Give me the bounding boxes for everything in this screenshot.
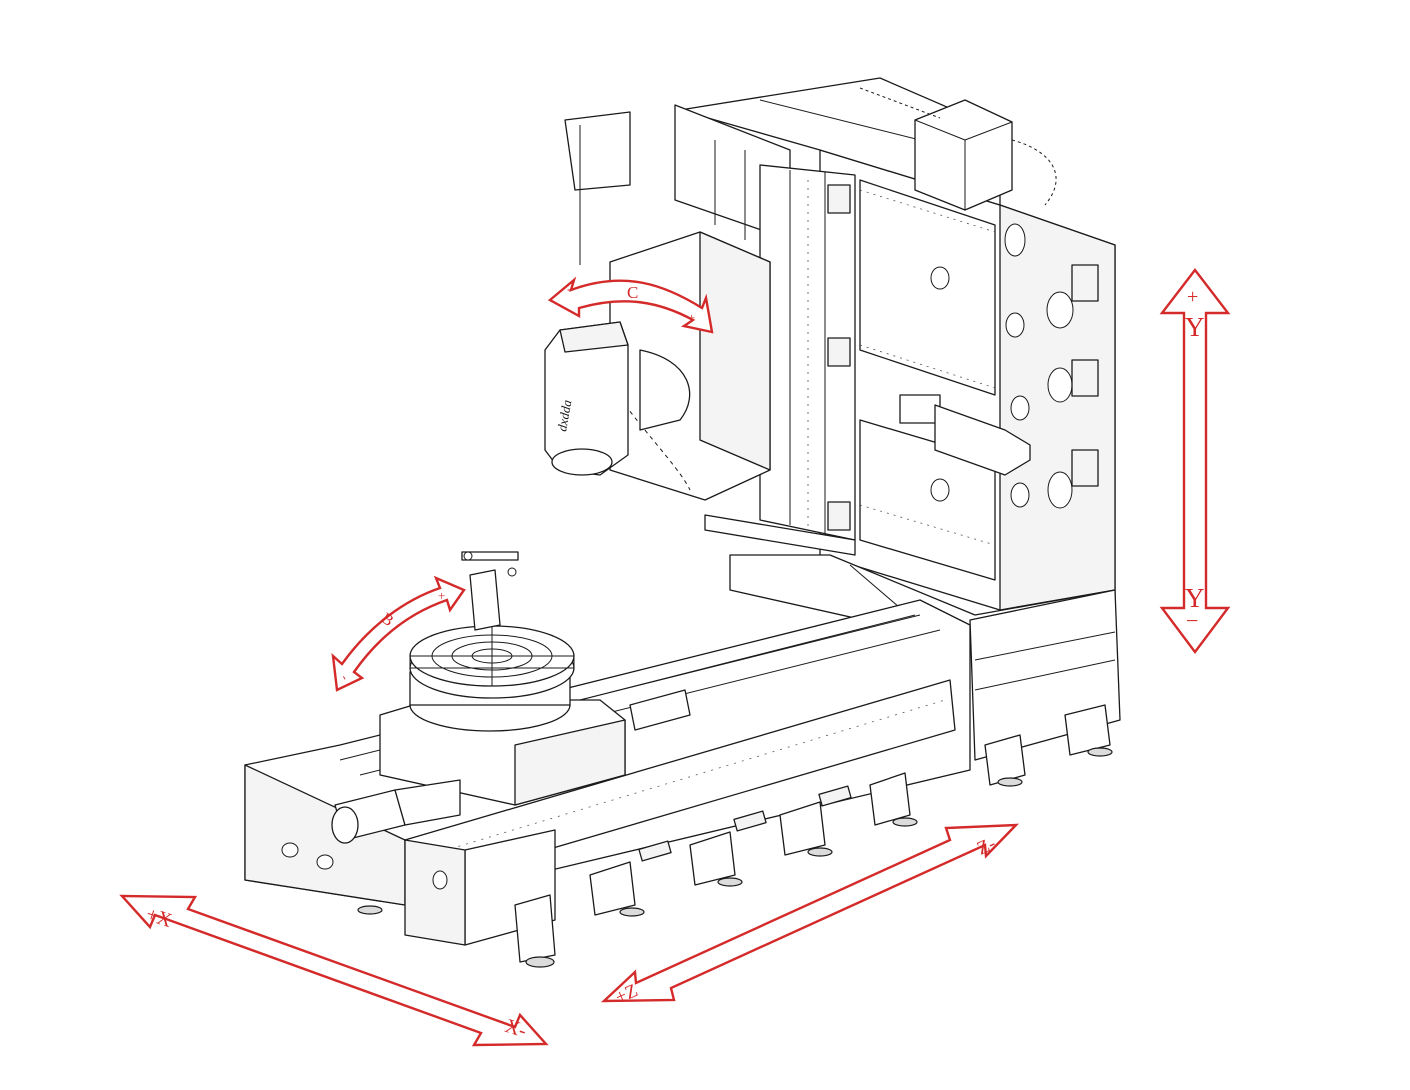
x-axis-arrow: +X X- [119,894,549,1047]
c-axis-arrow: C - + [547,276,714,334]
y-axis-plus-name: Y [1185,312,1205,342]
axis-arrows: C - + B + - + Y Y − +X X- +Z Z [119,268,1231,1047]
rotary-table [331,551,691,844]
machine-column [679,77,1116,646]
spindle-badge: dxdda [554,398,574,432]
y-axis-minus-sign: − [1186,608,1198,633]
spindle-head: dxdda [544,321,691,491]
c-axis-minus: - [567,282,572,297]
y-axis-plus-sign: + [1187,286,1198,308]
c-axis-label: C [627,283,638,302]
b-axis-minus: - [338,672,353,683]
y-axis-arrow: + Y Y − [1159,268,1231,654]
c-axis-plus: + [688,310,695,325]
vertical-carriage [564,104,856,556]
b-axis-plus: + [438,588,445,603]
y-axis-minus-name: Y [1185,583,1205,613]
